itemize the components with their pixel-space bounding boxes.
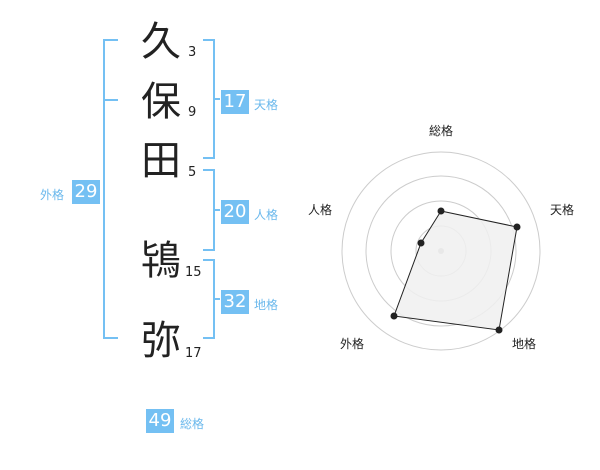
jinkaku-label: 人格: [254, 208, 279, 222]
jinkaku-value: 20: [221, 200, 249, 224]
tenkaku-value: 17: [221, 90, 249, 114]
radar-label-chikaku: 地格: [512, 337, 537, 351]
radar-point-soukaku: [437, 207, 445, 215]
radar-grid-ring-2: [365, 175, 517, 327]
stroke-count-5: 17: [185, 346, 202, 361]
tenkaku-label: 天格: [254, 98, 279, 112]
stroke-count-1: 3: [188, 45, 197, 60]
name-char-2: 保: [141, 79, 181, 125]
soukaku-label: 総格: [180, 417, 205, 431]
radar-grid-ring-1: [341, 151, 541, 351]
name-char-1: 久: [141, 19, 181, 65]
radar-label-tenkaku: 天格: [550, 203, 575, 217]
gaikaku-bracket: [103, 39, 118, 339]
radar-point-gaikaku: [390, 312, 398, 320]
gaikaku-value: 29: [72, 180, 100, 204]
radar-label-jinkaku: 人格: [308, 203, 333, 217]
radar-label-soukaku: 総格: [429, 124, 454, 138]
name-char-4: 鴇: [141, 238, 181, 284]
stroke-count-4: 15: [185, 265, 202, 280]
stroke-count-3: 5: [188, 165, 197, 180]
radar-point-jinkaku: [417, 239, 425, 247]
radar-label-gaikaku: 外格: [340, 337, 365, 351]
radar-point-tenkaku: [513, 223, 521, 231]
chikaku-value: 32: [221, 290, 249, 314]
name-char-5: 弥: [141, 318, 181, 364]
radar-area: [393, 210, 518, 331]
gaikaku-label: 外格: [40, 188, 65, 202]
chikaku-label: 地格: [254, 298, 279, 312]
stroke-count-2: 9: [188, 105, 197, 120]
radar-point-chikaku: [495, 326, 503, 334]
soukaku-value: 49: [146, 409, 174, 433]
name-char-3: 田: [141, 138, 181, 184]
